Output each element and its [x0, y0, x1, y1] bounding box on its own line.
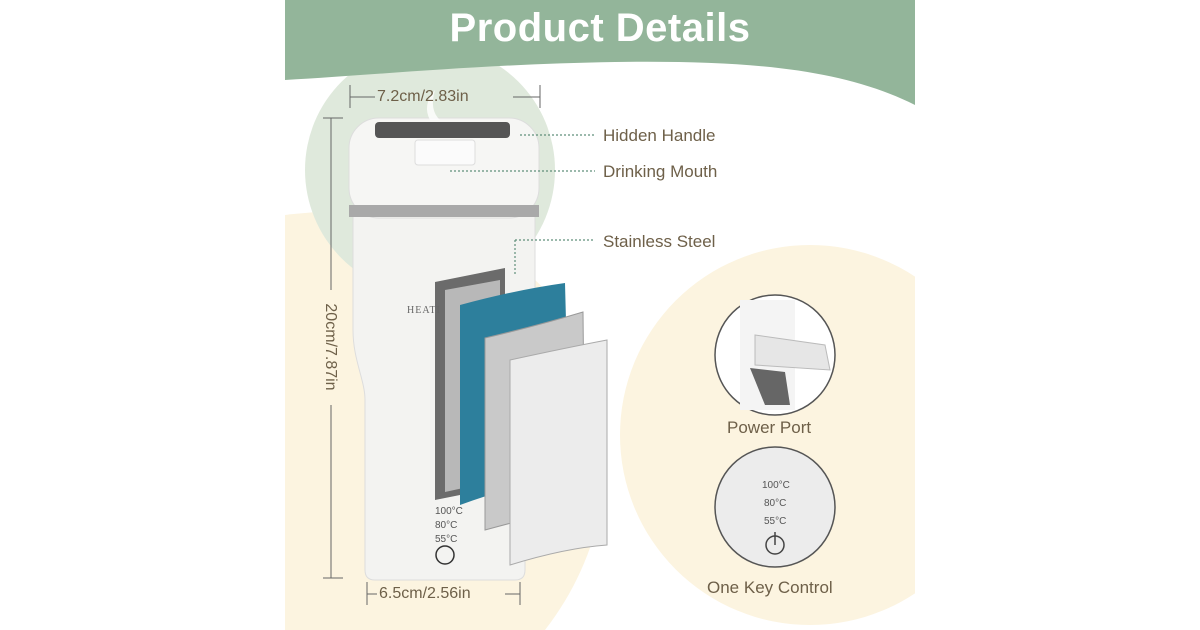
background-shapes — [285, 0, 915, 630]
dimension-lines — [323, 85, 541, 605]
top-width-dimension: 7.2cm/2.83in — [377, 88, 469, 105]
cup — [348, 90, 608, 581]
control-temp-80: 80°C — [764, 498, 787, 509]
height-dimension: 20cm/7.87in — [322, 303, 339, 391]
cup-temp-80: 80°C — [435, 520, 458, 531]
one-key-control-label: One Key Control — [707, 578, 833, 597]
one-key-control-image — [714, 446, 836, 568]
page-title: Product Details — [449, 6, 751, 50]
title-banner — [285, 0, 915, 105]
cup-heating-text: HEATI — [407, 305, 441, 316]
cup-temp-100: 100°C — [435, 506, 463, 517]
callout-drinking-mouth: Drinking Mouth — [603, 162, 718, 181]
callout-hidden-handle: Hidden Handle — [603, 126, 716, 145]
power-port-image — [714, 294, 836, 416]
cream-circle-right — [620, 245, 915, 625]
power-port-label: Power Port — [727, 418, 812, 437]
bottom-width-dimension: 6.5cm/2.56in — [379, 585, 471, 602]
cup-temp-55: 55°C — [435, 534, 458, 545]
product-details-image: Product Details 7.2cm/2.83in 20cm/7.87in… — [285, 0, 915, 630]
callout-stainless-steel: Stainless Steel — [603, 232, 716, 251]
control-temp-100: 100°C — [762, 480, 790, 491]
control-temp-55: 55°C — [764, 516, 787, 527]
